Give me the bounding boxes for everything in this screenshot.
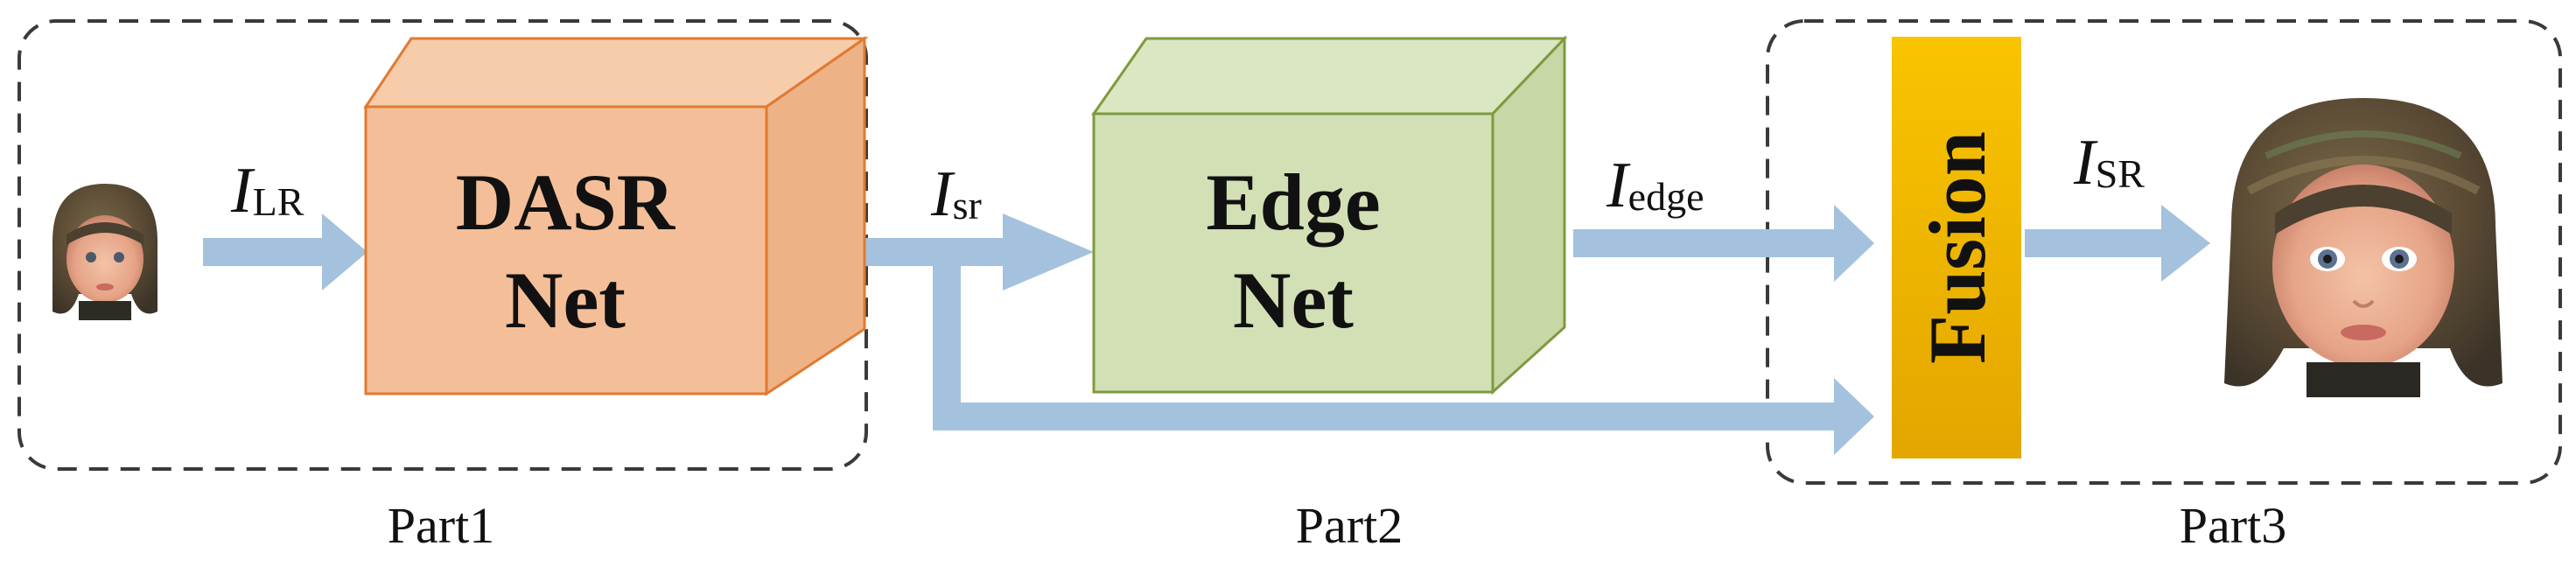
signal-lr-label: ILR xyxy=(230,155,304,227)
edge-top xyxy=(1091,37,1568,116)
edge-label-line1: Edge xyxy=(1206,158,1380,247)
fusion-block: Fusion xyxy=(1892,37,2021,458)
arrow-edge-to-fusion xyxy=(1573,205,1874,282)
signal-sr-small-label: Isr xyxy=(930,158,982,230)
output-face-image xyxy=(2214,94,2513,397)
signal-sr-final-label: ISR xyxy=(2073,127,2145,199)
svg-text:ISR: ISR xyxy=(2073,127,2145,199)
svg-text:Isr: Isr xyxy=(930,158,982,230)
svg-text:Iedge: Iedge xyxy=(1606,150,1704,221)
part3-frame xyxy=(1766,19,2562,485)
part1-label: Part1 xyxy=(388,497,494,554)
arrow-dasr-to-edge xyxy=(840,214,1094,290)
arrow-skip-to-fusion xyxy=(933,259,1874,455)
input-face-image xyxy=(35,180,175,320)
edge-side xyxy=(1491,35,1566,396)
arrow-fusion-to-output xyxy=(2025,205,2210,282)
part3-label: Part3 xyxy=(2180,497,2286,554)
edge-front xyxy=(1092,112,1494,394)
arrow-lr-to-dasr xyxy=(203,214,368,290)
dasr-side xyxy=(765,36,866,396)
dasr-front xyxy=(364,105,768,396)
signal-edge-label: Iedge xyxy=(1606,150,1704,221)
dasr-label-line2: Net xyxy=(505,256,626,345)
part2-label: Part2 xyxy=(1296,497,1403,554)
dasr-net-block: DASR Net xyxy=(363,36,869,396)
svg-text:ILR: ILR xyxy=(230,155,304,227)
dasr-label-line1: DASR xyxy=(456,158,676,247)
edge-net-block: Edge Net xyxy=(1091,35,1568,396)
edge-label-line2: Net xyxy=(1233,256,1354,345)
fusion-label: Fusion xyxy=(1913,131,2002,364)
